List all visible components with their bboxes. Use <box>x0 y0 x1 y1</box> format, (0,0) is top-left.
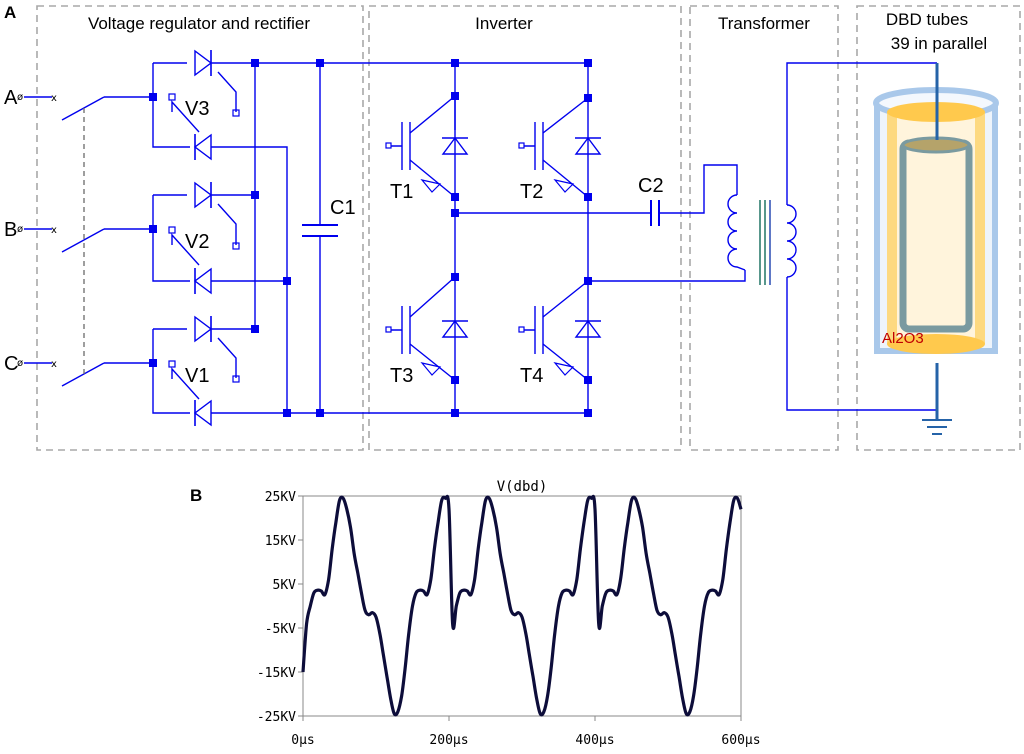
label-t3: T3 <box>390 365 413 387</box>
x-mark: x <box>51 225 57 236</box>
label-c2: C2 <box>638 175 664 197</box>
waveform-chart: V(dbd) 25KV 15KV 5KV -5KV -15KV -25KV 0µs 200µ… <box>257 479 761 748</box>
transformer-section-box <box>689 5 839 451</box>
x-tick-label: 600µs <box>721 733 760 748</box>
inverter-leg-right <box>584 59 592 417</box>
inverter-section-box <box>368 5 682 451</box>
phase-input-b: B ø x <box>4 219 153 253</box>
x-mark: x <box>51 359 57 370</box>
phi-mark: ø <box>17 224 23 235</box>
rectifier-rails <box>251 59 320 417</box>
y-tick-label: 25KV <box>265 490 296 505</box>
x-tick-label: 400µs <box>575 733 614 748</box>
y-tick-label: -5KV <box>265 622 296 637</box>
dbd-section-subtitle: 39 in parallel <box>891 34 987 53</box>
y-tick-label: 15KV <box>265 534 296 549</box>
capacitor-c1: C1 <box>302 59 356 417</box>
phi-mark: ø <box>17 358 23 369</box>
dielectric-label: Al2O3 <box>882 330 924 347</box>
chart-title: V(dbd) <box>497 479 548 495</box>
igbt-t1: T1 <box>385 95 469 203</box>
phase-label-a: A <box>4 87 18 109</box>
phi-mark: ø <box>17 92 23 103</box>
label-c1: C1 <box>330 197 356 219</box>
igbt-t4: T4 <box>518 280 602 387</box>
dbd-tube: Al2O3 <box>873 63 999 420</box>
panel-label-a: A <box>4 3 16 22</box>
y-tick-label: 5KV <box>273 578 297 593</box>
phase-input-a: A ø x <box>4 87 153 121</box>
thyristor-pair-v1: V1 <box>149 63 320 427</box>
y-tick-label: -15KV <box>257 666 296 681</box>
phase-input-c: C ø x <box>4 353 153 387</box>
inverter-section-title: Inverter <box>475 14 533 33</box>
plot-frame <box>302 495 742 717</box>
transformer <box>727 62 937 411</box>
label-t4: T4 <box>520 365 543 387</box>
waveform-line <box>301 494 743 717</box>
label-v1: V1 <box>185 365 209 387</box>
phase-label-b: B <box>4 219 17 241</box>
panel-label-b: B <box>190 486 202 505</box>
y-tick-label: -25KV <box>257 710 296 725</box>
capacitor-c2: C2 <box>455 164 738 226</box>
transformer-section-title: Transformer <box>718 14 810 33</box>
inverter-output-wire <box>588 270 746 282</box>
label-v2: V2 <box>185 231 209 253</box>
phase-label-c: C <box>4 353 18 375</box>
dbd-section-title: DBD tubes <box>886 10 968 29</box>
thyristor-pair-v2: V2 <box>149 181 287 295</box>
igbt-t2: T2 <box>518 97 602 203</box>
rectifier-section-title: Voltage regulator and rectifier <box>88 14 310 33</box>
igbt-t3: T3 <box>385 276 469 387</box>
label-t2: T2 <box>520 181 543 203</box>
dbd-section-box <box>856 5 1021 451</box>
thyristor-pair-v3: V3 <box>149 49 288 281</box>
x-mark: x <box>51 93 57 104</box>
rectifier-section-box <box>36 5 364 451</box>
label-t1: T1 <box>390 181 413 203</box>
ground-icon <box>922 419 952 435</box>
label-v3: V3 <box>185 98 209 120</box>
x-tick-label: 200µs <box>429 733 468 748</box>
x-tick-label: 0µs <box>291 733 314 748</box>
